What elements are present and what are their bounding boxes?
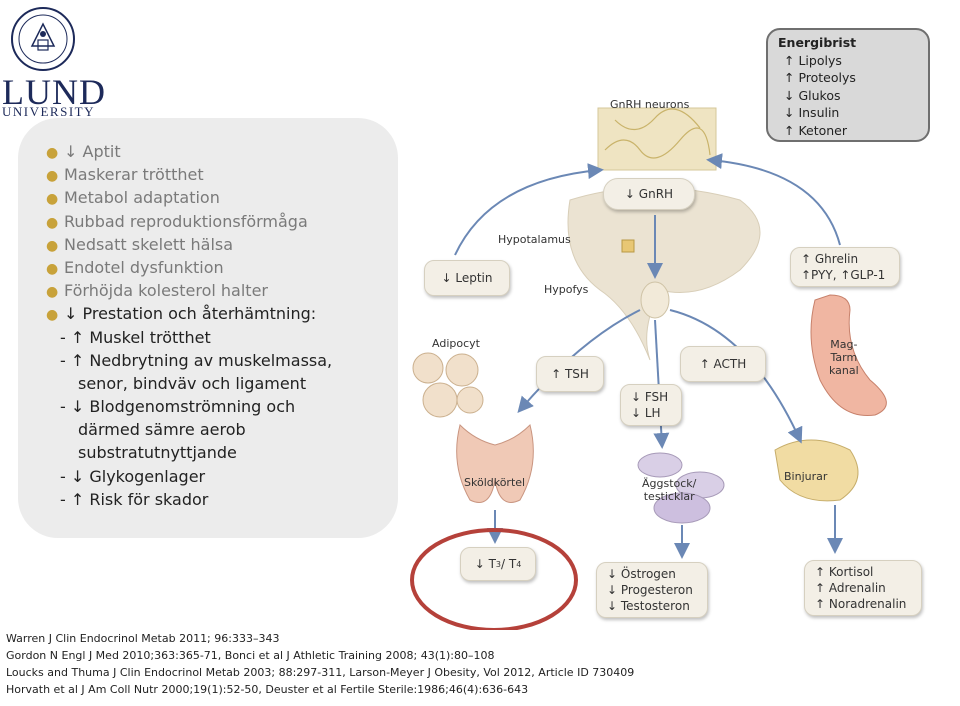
ostrogen-label: ↓ Östrogen	[607, 567, 676, 581]
t3-t4-highlight-ring	[410, 528, 578, 630]
gnrh-box: ↓ GnRH	[603, 178, 695, 210]
adrenalin-label: ↑ Adrenalin	[815, 581, 886, 595]
aggstock-label: Äggstock/testicklar	[642, 477, 697, 503]
progesteron-label: ↓ Progesteron	[607, 583, 693, 597]
energy-row: ↑ Proteolys	[784, 70, 856, 85]
brain-shape	[567, 187, 761, 361]
adipocyte-cells	[412, 352, 484, 418]
gnrh-neurons-label: GnRH neurons	[610, 98, 690, 111]
tsh-box: ↑ TSH	[536, 356, 604, 392]
sub-item: - ↑ Muskel trötthet	[60, 327, 211, 347]
fsh-lh-box: ↓ FSH ↓ LH	[620, 384, 682, 426]
acth-box: ↑ ACTH	[680, 346, 766, 382]
sub-item: - ↓ Blodgenomströmning och	[60, 397, 296, 417]
list-item: ●Rubbad reproduktionsförmåga	[46, 211, 308, 231]
noradrenalin-label: ↑ Noradrenalin	[815, 597, 907, 611]
hypothalamus-marker	[621, 239, 635, 253]
sub-item: - ↓ Glykogenlager	[60, 466, 206, 486]
testosteron-label: ↓ Testosteron	[607, 599, 690, 613]
list-item: ●Nedsatt skelett hälsa	[46, 234, 234, 254]
pituitary-gland	[640, 281, 670, 319]
ghrelin-label: ↑ Ghrelin	[801, 252, 859, 266]
hypofys-label: Hypofys	[544, 283, 589, 296]
thyroid-gland	[456, 424, 534, 503]
arrow-pituitary-to-gonads	[653, 319, 670, 449]
effects-list: ●↓ Aptit ●Maskerar trötthet ●Metabol ada…	[46, 142, 396, 513]
testicle	[653, 492, 711, 524]
logo-lund: LUND	[2, 72, 106, 112]
energy-deficit-title: Energibrist	[778, 35, 857, 50]
reference-line: Warren J Clin Endocrinol Metab 2011; 96:…	[6, 632, 280, 645]
neuron-fibers	[604, 108, 711, 159]
pyy-glp1-label: ↑PYY, ↑GLP-1	[801, 268, 886, 282]
sub-item: senor, bindväv och ligament	[78, 373, 307, 393]
energy-row: ↓ Insulin	[784, 105, 840, 120]
sub-item: - ↑ Nedbrytning av muskelmassa,	[60, 350, 333, 370]
ovary-left	[637, 452, 683, 478]
energy-row: ↑ Ketoner	[784, 122, 848, 138]
kortisol-label: ↑ Kortisol	[815, 565, 874, 579]
energy-row: ↓ Glukos	[784, 87, 841, 103]
lh-label: ↓ LH	[631, 406, 661, 420]
list-item: ●↓ Aptit	[46, 142, 121, 161]
endocrine-diagram	[410, 107, 887, 630]
leptin-box: ↓ Leptin	[424, 260, 510, 296]
energy-deficit-box: Energibrist ↑ Lipolys ↑ Proteolys ↓ Gluk…	[766, 28, 930, 142]
sub-item: - ↑ Risk för skador	[60, 489, 209, 509]
list-item: ●↓ Prestation och återhämtning:	[46, 304, 317, 324]
skoldkortel-label: Sköldkörtel	[464, 476, 526, 489]
references: Warren J Clin Endocrinol Metab 2011; 96:…	[6, 630, 634, 698]
hypotalamus-label: Hypotalamus	[498, 233, 571, 246]
arrow-leptin-to-gnrh	[454, 163, 604, 256]
fsh-label: ↓ FSH	[631, 390, 669, 404]
sub-item: därmed sämre aerob	[78, 420, 246, 440]
reference-line: Gordon N Engl J Med 2010;363:365-71, Bon…	[6, 649, 495, 662]
adrenal-glands	[774, 439, 859, 502]
energy-row: ↑ Lipolys	[784, 52, 842, 68]
list-item: ●Endotel dysfunktion	[46, 257, 224, 277]
effects-panel	[18, 118, 398, 538]
logo-university: UNIVERSITY	[2, 104, 95, 119]
arrow-ghrelin-to-gnrh	[706, 153, 841, 246]
reference-line: Horvath et al J Am Coll Nutr 2000;19(1):…	[6, 683, 529, 696]
stress-hormones-box: ↑ Kortisol ↑ Adrenalin ↑ Noradrenalin	[804, 560, 922, 616]
stomach	[810, 294, 887, 417]
gnrh-neurons-image	[597, 107, 717, 171]
university-seal	[11, 7, 75, 71]
sub-item: substratutnyttjande	[78, 443, 237, 463]
reference-line: Loucks and Thuma J Clin Endocrinol Metab…	[6, 666, 635, 679]
ghrelin-box: ↑ Ghrelin ↑PYY, ↑GLP-1	[790, 247, 900, 287]
adipocyt-label: Adipocyt	[432, 337, 480, 350]
list-item: ●Metabol adaptation	[46, 188, 220, 208]
sex-hormones-box: ↓ Östrogen ↓ Progesteron ↓ Testosteron	[596, 562, 708, 618]
binjurar-label: Binjurar	[784, 470, 828, 483]
list-item: ●Förhöjda kolesterol halter	[46, 281, 268, 301]
arrow-pituitary-to-thyroid	[517, 309, 641, 414]
list-item: ●Maskerar trötthet	[46, 165, 204, 185]
